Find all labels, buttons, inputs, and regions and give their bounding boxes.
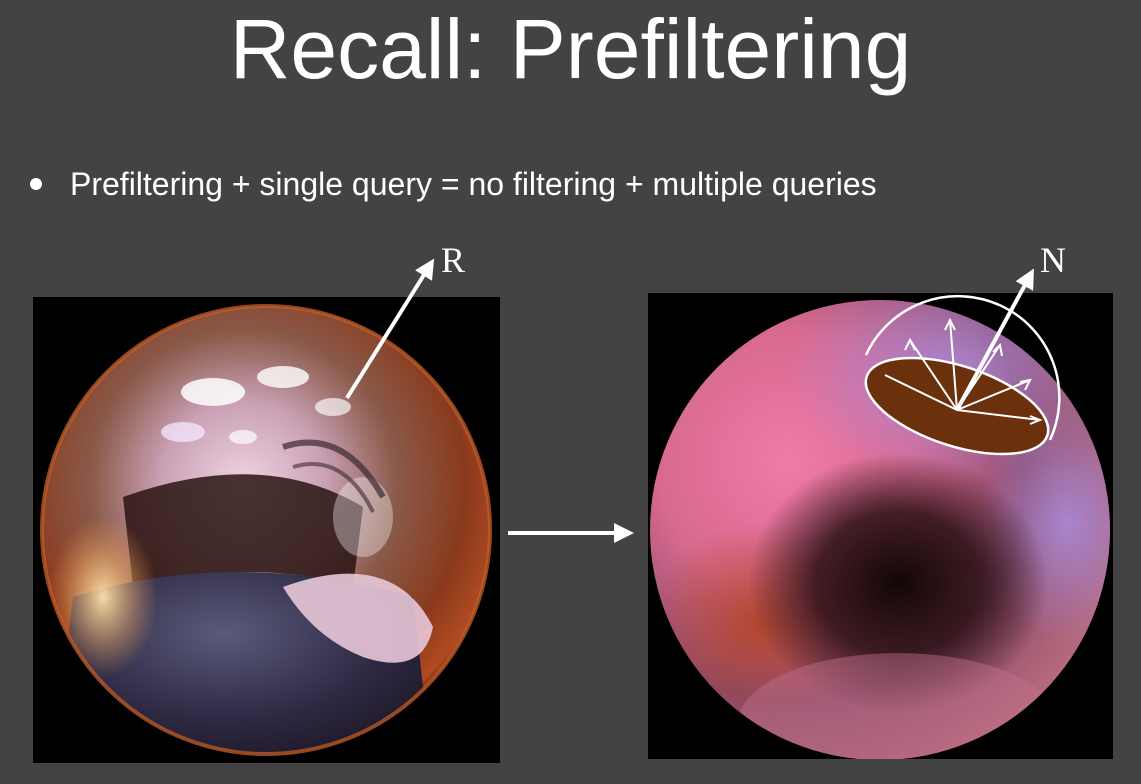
diffuse-sphere-drawing xyxy=(650,300,1110,759)
slide-title: Recall: Prefiltering xyxy=(229,2,912,96)
environment-map-image xyxy=(33,297,500,763)
glossy-sphere-drawing xyxy=(40,304,492,756)
prefiltered-map-image xyxy=(648,293,1113,759)
bullet-text: Prefiltering + single query = no filteri… xyxy=(70,165,877,202)
bullet-dot-icon xyxy=(30,178,42,190)
bullet-item: Prefiltering + single query = no filteri… xyxy=(28,160,877,208)
reflection-label: R xyxy=(441,240,465,280)
normal-label: N xyxy=(1040,240,1066,280)
